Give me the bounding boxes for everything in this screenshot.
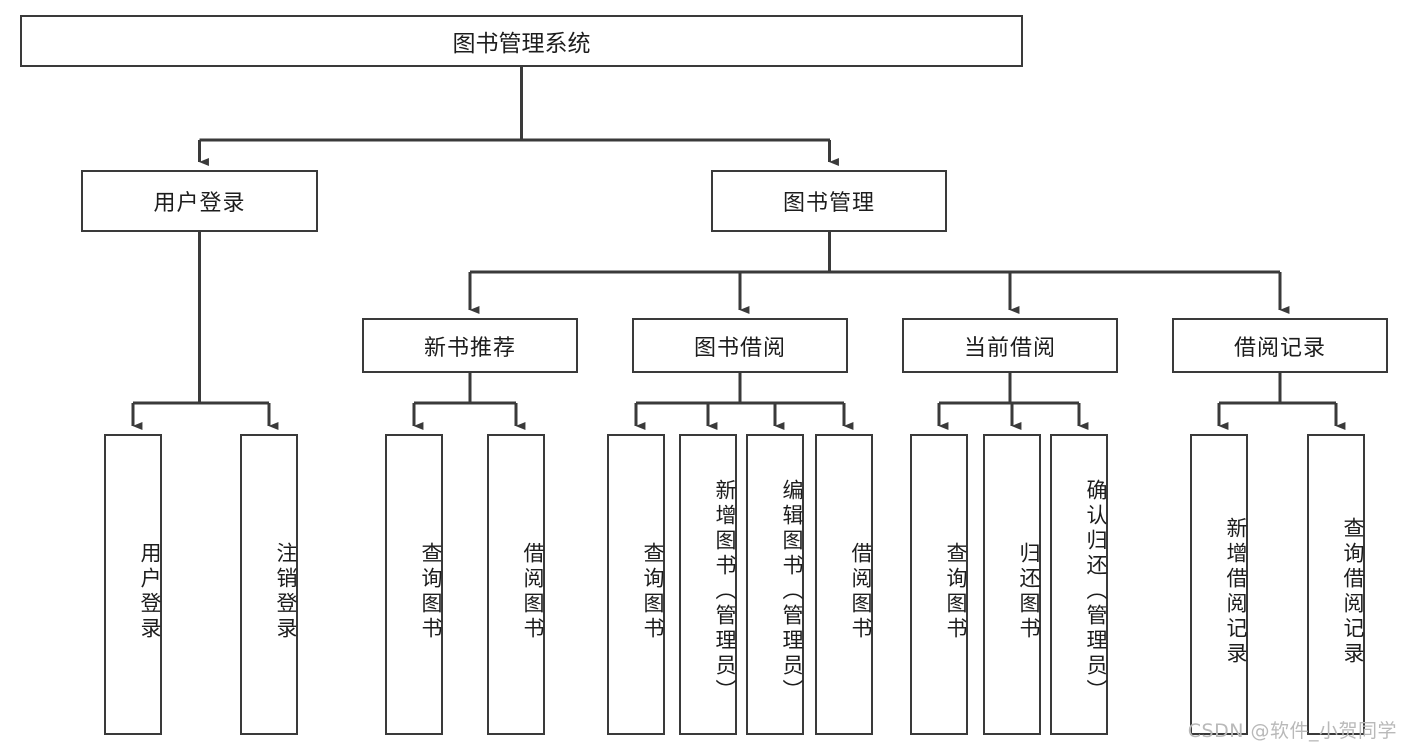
node-leaf-borrow-book-1[interactable]: 借阅图书 xyxy=(487,434,545,735)
node-leaf-add-book-admin[interactable]: 新增图书（管理员） xyxy=(679,434,737,735)
node-leaf-add-borrow-record[interactable]: 新增借阅记录 xyxy=(1190,434,1248,735)
node-label: 编辑图书（管理员） xyxy=(780,479,804,704)
node-label: 归还图书 xyxy=(1017,541,1041,642)
node-book-borrow[interactable]: 图书借阅 xyxy=(632,318,848,373)
node-label: 注销登录 xyxy=(274,541,298,642)
node-leaf-query-borrow-record[interactable]: 查询借阅记录 xyxy=(1307,434,1365,735)
node-label: 查询图书 xyxy=(641,541,665,642)
node-label: 新增图书（管理员） xyxy=(713,479,737,704)
node-current-borrow[interactable]: 当前借阅 xyxy=(902,318,1118,373)
node-label: 图书管理系统 xyxy=(452,31,591,57)
node-label: 借阅图书 xyxy=(849,541,873,642)
node-label: 借阅记录 xyxy=(1233,335,1326,361)
node-label: 查询图书 xyxy=(944,541,968,642)
node-leaf-borrow-book-2[interactable]: 借阅图书 xyxy=(815,434,873,735)
node-label: 查询图书 xyxy=(419,541,443,642)
node-leaf-confirm-return[interactable]: 确认归还（管理员） xyxy=(1050,434,1108,735)
node-label: 查询借阅记录 xyxy=(1341,516,1365,667)
node-label: 用户登录 xyxy=(138,541,162,642)
node-label: 新书推荐 xyxy=(423,335,516,361)
node-root-system[interactable]: 图书管理系统 xyxy=(20,15,1023,67)
node-label: 确认归还（管理员） xyxy=(1084,479,1108,704)
node-label: 当前借阅 xyxy=(963,335,1056,361)
node-label: 新增借阅记录 xyxy=(1224,516,1248,667)
node-label: 借阅图书 xyxy=(521,541,545,642)
node-book-manage[interactable]: 图书管理 xyxy=(711,170,947,232)
node-user-login[interactable]: 用户登录 xyxy=(81,170,318,232)
node-leaf-user-login[interactable]: 用户登录 xyxy=(104,434,162,735)
node-leaf-query-book-1[interactable]: 查询图书 xyxy=(385,434,443,735)
node-label: 用户登录 xyxy=(153,191,246,216)
node-label: 图书借阅 xyxy=(693,335,786,361)
node-leaf-logout-login[interactable]: 注销登录 xyxy=(240,434,298,735)
node-leaf-return-book[interactable]: 归还图书 xyxy=(983,434,1041,735)
node-borrow-record[interactable]: 借阅记录 xyxy=(1172,318,1388,373)
node-new-book-recommend[interactable]: 新书推荐 xyxy=(362,318,578,373)
node-leaf-edit-book-admin[interactable]: 编辑图书（管理员） xyxy=(746,434,804,735)
node-label: 图书管理 xyxy=(782,191,875,216)
node-leaf-query-book-2[interactable]: 查询图书 xyxy=(607,434,665,735)
node-leaf-query-book-3[interactable]: 查询图书 xyxy=(910,434,968,735)
